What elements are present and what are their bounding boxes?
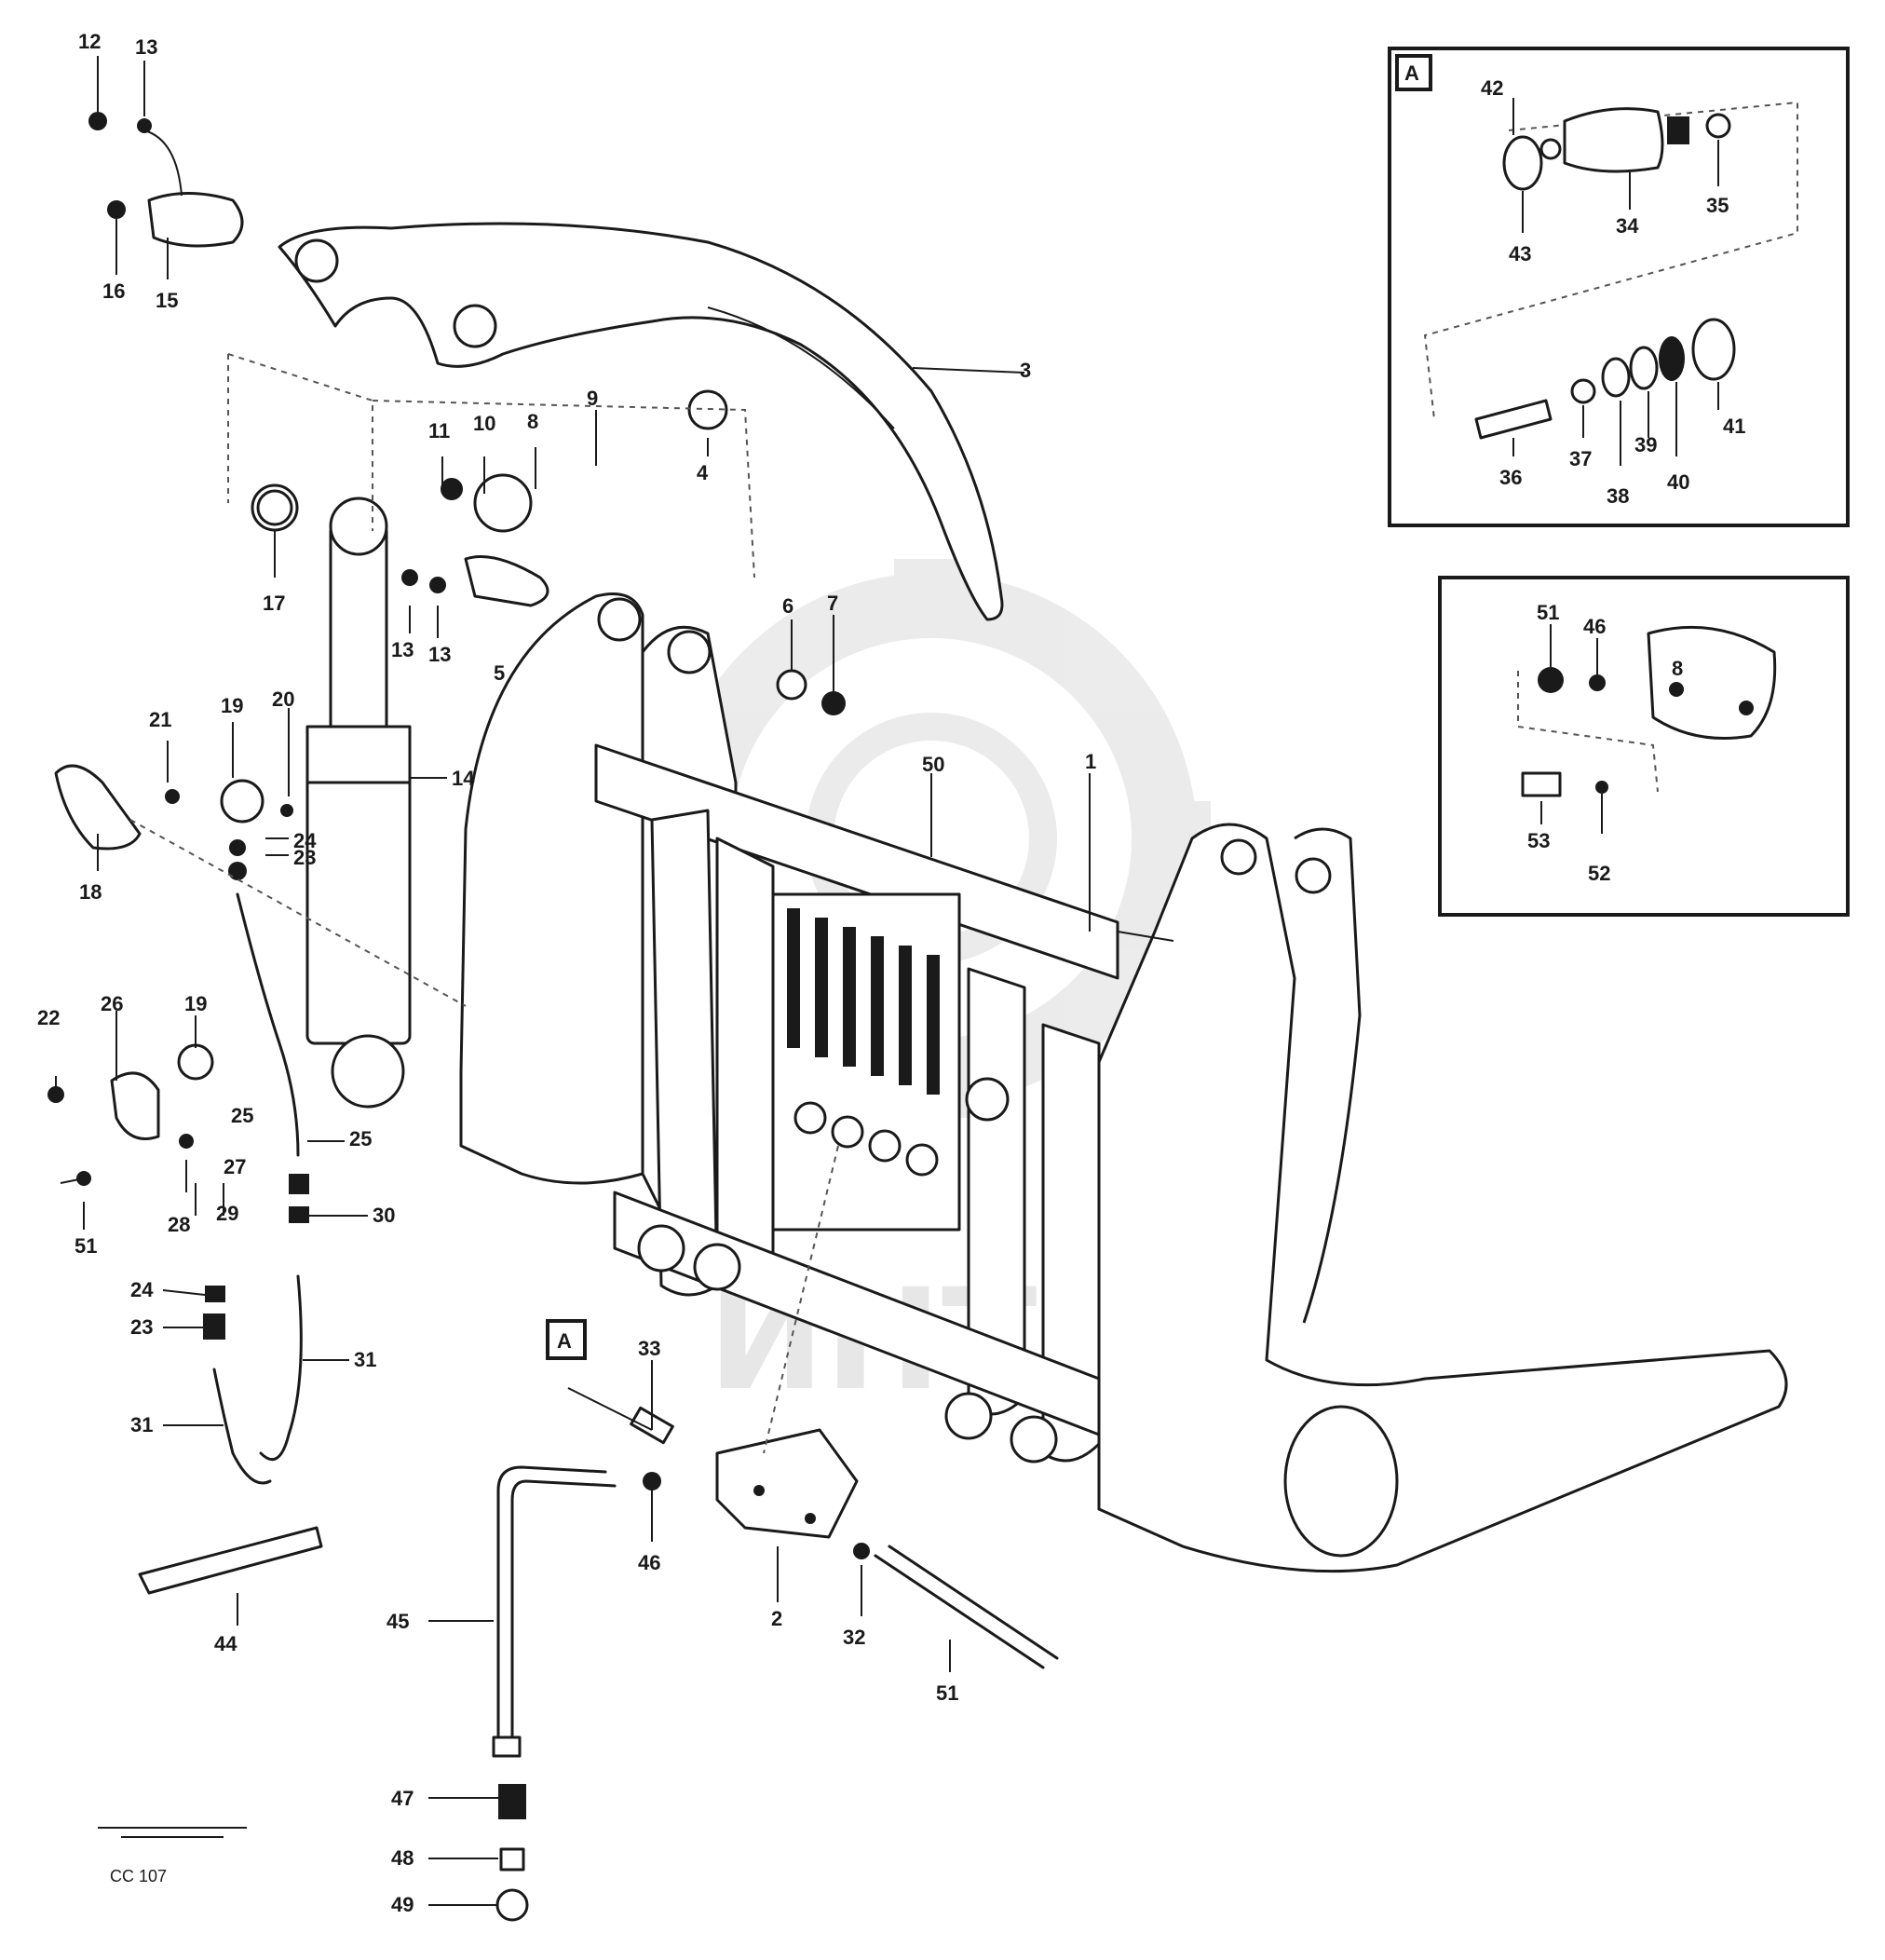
label-18: 18 bbox=[79, 880, 102, 904]
inset-b-label-52: 52 bbox=[1588, 862, 1610, 885]
label-31-b: 31 bbox=[130, 1413, 153, 1436]
label-46: 46 bbox=[638, 1551, 660, 1574]
inset-a-label-37: 37 bbox=[1569, 447, 1592, 470]
leader-lines bbox=[55, 56, 1091, 1906]
inset-b-label-46: 46 bbox=[1583, 615, 1606, 638]
label-28: 28 bbox=[168, 1213, 190, 1236]
label-8: 8 bbox=[527, 410, 538, 433]
inset-b-label-8: 8 bbox=[1672, 657, 1683, 680]
inset-a-label-35: 35 bbox=[1706, 194, 1729, 217]
label-3: 3 bbox=[1020, 359, 1031, 382]
label-6: 6 bbox=[782, 594, 793, 618]
inset-a-label-41: 41 bbox=[1723, 415, 1745, 438]
label-2: 2 bbox=[771, 1607, 782, 1630]
label-29: 29 bbox=[216, 1202, 238, 1225]
lower-valve-assembly bbox=[492, 1406, 1059, 1922]
label-5: 5 bbox=[494, 661, 505, 685]
label-25: 25 bbox=[231, 1104, 253, 1127]
hydraulic-cylinder bbox=[251, 483, 412, 1109]
label-44: 44 bbox=[214, 1632, 237, 1655]
label-24: 24 bbox=[293, 829, 317, 852]
label-24-b: 24 bbox=[130, 1278, 154, 1301]
label-13-c: 13 bbox=[428, 643, 451, 666]
drawing-code-block: CC 107 bbox=[98, 1827, 247, 1885]
inset-b-label-53: 53 bbox=[1527, 829, 1550, 852]
label-25-b: 25 bbox=[349, 1127, 372, 1150]
label-19-b: 19 bbox=[184, 992, 207, 1015]
label-48: 48 bbox=[391, 1846, 414, 1870]
grapple-frame bbox=[459, 592, 1119, 1463]
grapple-arm bbox=[278, 222, 1004, 621]
label-51-b: 51 bbox=[936, 1681, 958, 1705]
inset-a-label-36: 36 bbox=[1499, 466, 1522, 489]
label-17: 17 bbox=[263, 592, 285, 615]
inset-a-label-38: 38 bbox=[1607, 484, 1629, 508]
label-50: 50 bbox=[922, 753, 944, 776]
label-20: 20 bbox=[272, 687, 294, 711]
label-31: 31 bbox=[354, 1348, 376, 1371]
label-14: 14 bbox=[452, 767, 475, 790]
inset-a-label-34: 34 bbox=[1616, 214, 1639, 238]
part-labels: 12 13 16 15 3 4 11 10 8 9 17 13 13 5 6 7… bbox=[37, 30, 1745, 1916]
left-small-parts bbox=[47, 112, 846, 1595]
drawing-code: CC 107 bbox=[110, 1867, 167, 1885]
label-13: 13 bbox=[135, 35, 157, 59]
inset-b-label-51: 51 bbox=[1537, 601, 1559, 624]
inset-a-label-42: 42 bbox=[1481, 76, 1503, 100]
label-32: 32 bbox=[843, 1626, 865, 1649]
label-23: 23 bbox=[293, 846, 316, 869]
label-13-b: 13 bbox=[391, 638, 414, 661]
label-33: 33 bbox=[638, 1337, 660, 1360]
inset-a-letter: A bbox=[1404, 61, 1419, 85]
label-51: 51 bbox=[75, 1234, 97, 1258]
grouping-lines bbox=[129, 353, 839, 1454]
label-4: 4 bbox=[697, 461, 709, 484]
inset-b-panel bbox=[1438, 576, 1850, 917]
label-11: 11 bbox=[428, 419, 450, 442]
grill-bars bbox=[771, 892, 961, 1232]
inset-a-label-40: 40 bbox=[1667, 470, 1689, 494]
label-23-b: 23 bbox=[130, 1315, 153, 1339]
label-15: 15 bbox=[156, 289, 178, 312]
label-47: 47 bbox=[391, 1787, 414, 1810]
label-27: 27 bbox=[224, 1155, 246, 1178]
grapple-fork bbox=[1097, 823, 1788, 1573]
callout-a-letter: A bbox=[557, 1329, 572, 1353]
label-9: 9 bbox=[587, 387, 598, 410]
inset-a-label-39: 39 bbox=[1634, 433, 1657, 456]
label-7: 7 bbox=[827, 592, 838, 615]
callout-a-marker: A bbox=[546, 1319, 587, 1360]
inset-a-panel: A bbox=[1388, 47, 1850, 527]
label-22: 22 bbox=[37, 1006, 60, 1029]
label-10: 10 bbox=[473, 412, 495, 435]
label-16: 16 bbox=[102, 279, 125, 303]
label-21: 21 bbox=[149, 708, 171, 731]
label-1: 1 bbox=[1085, 750, 1096, 773]
label-30: 30 bbox=[373, 1204, 395, 1227]
inset-a-label-43: 43 bbox=[1509, 242, 1531, 265]
label-45: 45 bbox=[386, 1610, 409, 1633]
label-49: 49 bbox=[391, 1893, 414, 1916]
label-26: 26 bbox=[101, 992, 123, 1015]
label-19: 19 bbox=[221, 694, 243, 717]
label-12: 12 bbox=[78, 30, 101, 53]
